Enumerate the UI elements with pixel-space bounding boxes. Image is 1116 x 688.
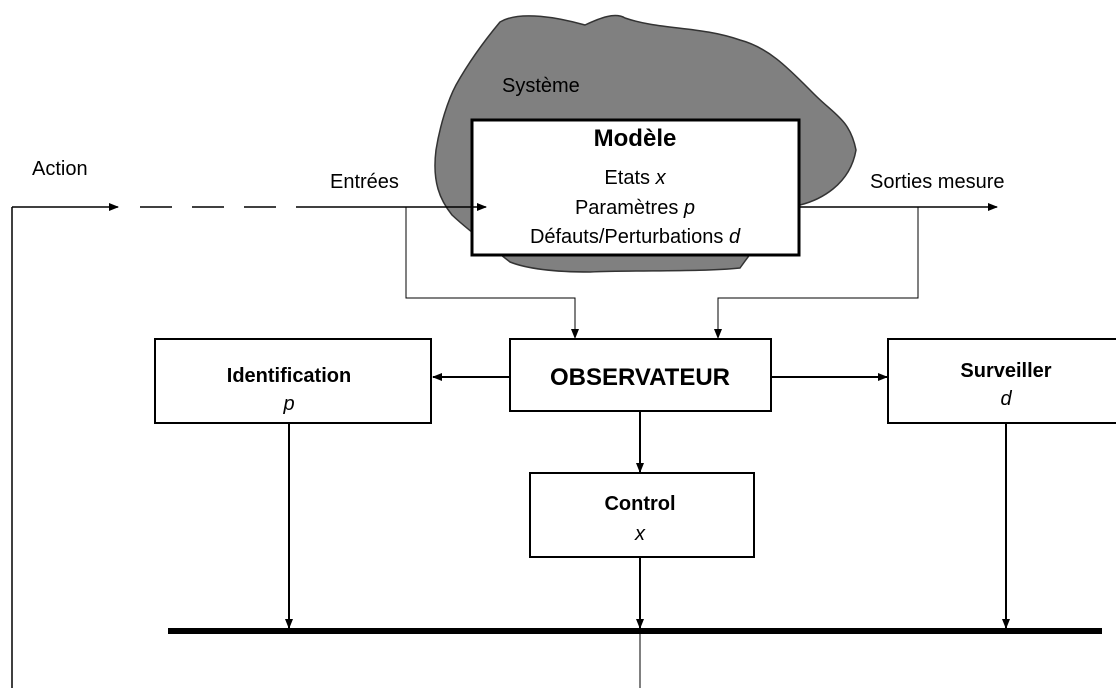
control-box (529, 472, 755, 558)
monitor-var: d (1000, 388, 1012, 410)
identification-title: Identification (227, 365, 351, 387)
model-box (470, 118, 801, 257)
model-line-states: Etats x (604, 167, 666, 189)
inputs-tap-line (405, 207, 579, 339)
observer-title: OBSERVATEUR (550, 364, 730, 391)
system-label: Système (502, 75, 580, 97)
model-line-parameters: Paramètres p (575, 197, 695, 219)
outputs-label: Sorties mesure (870, 171, 1005, 193)
outputs-tap-line (714, 207, 919, 339)
model-title: Modèle (594, 125, 677, 152)
monitor-title: Surveiller (960, 360, 1051, 382)
monitor-box (887, 338, 1116, 424)
inputs-label: Entrées (330, 171, 399, 193)
control-var: x (634, 523, 646, 545)
identification-var: p (282, 393, 294, 415)
identification-box (154, 338, 432, 424)
model-line-faults: Défauts/Perturbations d (530, 226, 741, 248)
action-label: Action (32, 158, 88, 180)
control-title: Control (604, 493, 675, 515)
